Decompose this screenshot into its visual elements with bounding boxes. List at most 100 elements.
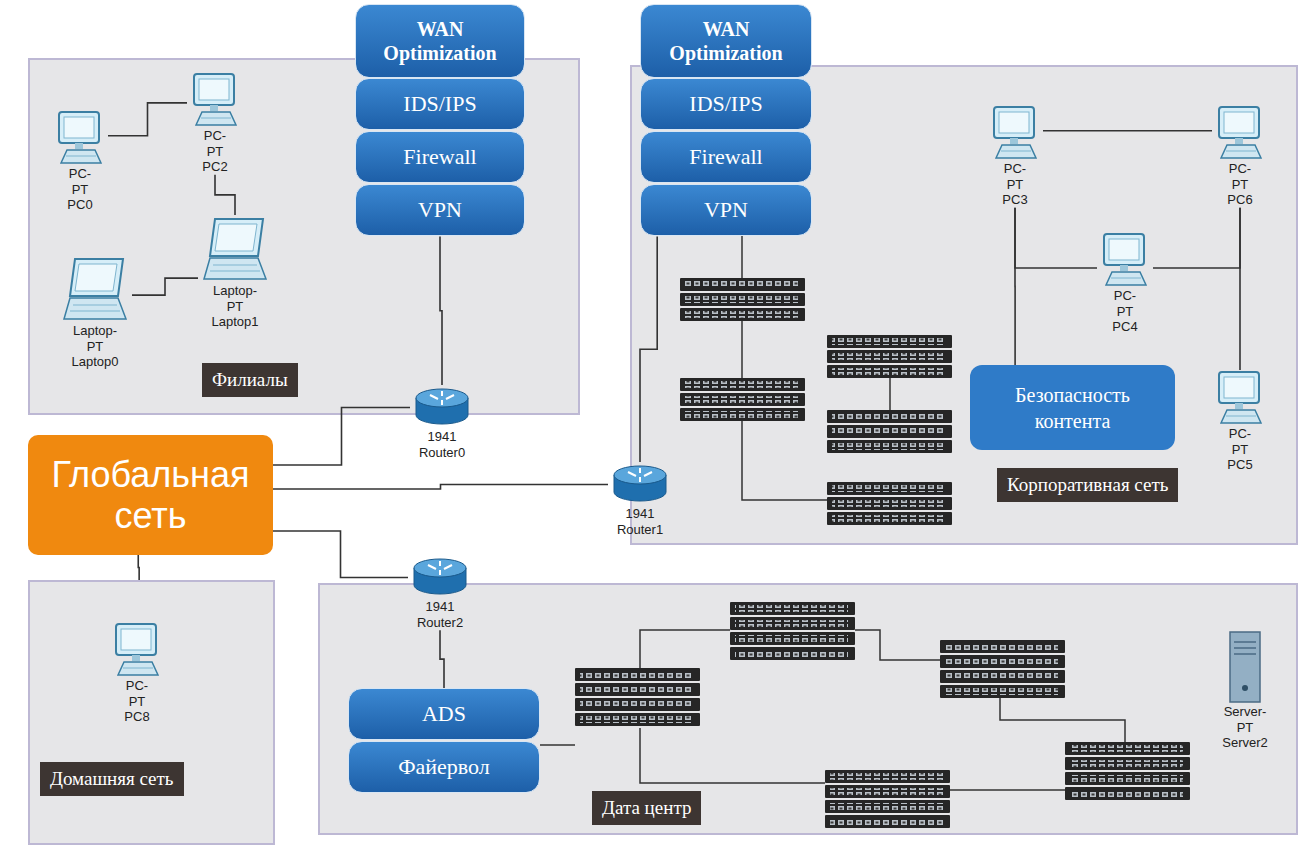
laptop-lid bbox=[70, 259, 123, 296]
switch-unit bbox=[940, 685, 1065, 698]
region-label: Филиалы bbox=[202, 363, 298, 397]
wire bbox=[741, 320, 743, 378]
monitor-stand bbox=[75, 143, 83, 149]
switch-ports bbox=[735, 650, 848, 657]
switch-unit bbox=[730, 632, 855, 645]
switch-unit bbox=[680, 278, 805, 291]
switch-ports bbox=[830, 803, 943, 810]
switch-unit bbox=[575, 683, 700, 696]
network-link bbox=[273, 408, 410, 465]
switch-ports bbox=[945, 688, 1058, 695]
region-label: Корпоративная сеть bbox=[997, 468, 1178, 502]
device-label: PC-PT PC4 bbox=[1112, 288, 1137, 335]
switch-ports bbox=[685, 381, 798, 388]
network-link bbox=[108, 103, 187, 136]
monitor bbox=[59, 112, 99, 143]
security-block: IDS/IPS bbox=[640, 78, 812, 130]
switch-ports bbox=[735, 620, 848, 627]
server-button bbox=[1242, 685, 1248, 691]
switch-ports bbox=[580, 701, 693, 708]
pc-node: PC-PT PC6 bbox=[1212, 105, 1268, 208]
pc-node: PC-PT PC2 bbox=[187, 72, 243, 175]
server-case bbox=[1230, 632, 1260, 702]
laptop-node: Laptop-PT Laptop1 bbox=[198, 215, 272, 330]
switch-unit bbox=[827, 482, 952, 495]
device-label: PC-PT PC3 bbox=[1002, 161, 1027, 208]
monitor bbox=[194, 74, 234, 105]
keyboard-keys bbox=[1111, 278, 1141, 279]
screen bbox=[199, 79, 229, 100]
monitor bbox=[1219, 107, 1259, 138]
switch-ports bbox=[832, 338, 945, 345]
router-arrows bbox=[628, 468, 652, 482]
switch-unit bbox=[827, 440, 952, 453]
screen bbox=[75, 264, 117, 291]
screen bbox=[64, 117, 94, 138]
monitor-stand bbox=[210, 105, 218, 111]
switch-unit bbox=[1065, 772, 1190, 785]
switch-unit bbox=[680, 293, 805, 306]
switch-unit bbox=[827, 350, 952, 363]
switch-ports bbox=[832, 485, 945, 492]
switch-unit bbox=[575, 668, 700, 681]
security-block: ADS bbox=[348, 688, 540, 740]
keyboard bbox=[61, 150, 101, 163]
security-block: WAN Optimization bbox=[355, 4, 525, 78]
keyboard-keys bbox=[201, 118, 231, 119]
monitor bbox=[1219, 372, 1259, 403]
switch-ports bbox=[685, 396, 798, 403]
wire bbox=[640, 630, 730, 668]
keyboard bbox=[1221, 145, 1261, 158]
switch-ports bbox=[832, 515, 945, 522]
keyboard bbox=[196, 112, 236, 125]
switch-ports bbox=[832, 428, 945, 435]
monitor-stand bbox=[1120, 265, 1128, 271]
device-label: PC-PT PC6 bbox=[1227, 161, 1252, 208]
screen bbox=[121, 629, 151, 650]
switch-unit bbox=[825, 785, 950, 798]
switch-ports bbox=[580, 716, 693, 723]
keyboard-keys bbox=[123, 668, 153, 669]
router-node: 1941 Router0 bbox=[410, 385, 474, 460]
global-network-box: Глобальная сеть bbox=[28, 435, 273, 555]
block-label: IDS/IPS bbox=[647, 91, 805, 117]
wire bbox=[742, 420, 827, 500]
switch-ports bbox=[580, 671, 693, 678]
switch-ports bbox=[832, 443, 945, 450]
network-link bbox=[1014, 208, 1016, 365]
wire bbox=[855, 630, 940, 660]
security-block: VPN bbox=[640, 184, 812, 236]
switch-unit bbox=[680, 393, 805, 406]
screen bbox=[999, 112, 1029, 133]
switch-unit bbox=[827, 497, 952, 510]
network-link bbox=[273, 485, 608, 489]
box-label: Глобальная сеть bbox=[34, 454, 267, 537]
router-arrows bbox=[428, 561, 452, 575]
content-security-box: Безопасность контента bbox=[970, 365, 1175, 450]
network-link bbox=[1015, 208, 1097, 268]
switch-ports bbox=[830, 818, 943, 825]
router-arrows bbox=[430, 391, 454, 405]
region-panel: Дата центрADSФайерволServer-PT Server2 bbox=[318, 583, 1298, 835]
wire bbox=[640, 728, 825, 783]
switch-unit bbox=[940, 640, 1065, 653]
router-top bbox=[414, 559, 466, 577]
network-link bbox=[440, 236, 442, 385]
network-link bbox=[1043, 130, 1212, 132]
switch-ports bbox=[685, 411, 798, 418]
keyboard bbox=[1106, 272, 1146, 285]
switch-ports bbox=[830, 788, 943, 795]
keyboard-keys bbox=[70, 305, 120, 311]
keyboard-keys bbox=[66, 156, 96, 157]
device-label: PC-PT PC0 bbox=[67, 166, 92, 213]
switch-unit bbox=[680, 378, 805, 391]
keyboard-keys bbox=[1001, 151, 1031, 152]
network-link bbox=[273, 531, 408, 578]
switch-unit bbox=[680, 308, 805, 321]
keyboard bbox=[118, 662, 158, 675]
switch-unit bbox=[1065, 787, 1190, 800]
wire bbox=[1000, 698, 1125, 742]
network-link bbox=[640, 236, 657, 462]
monitor-stand bbox=[1235, 403, 1243, 409]
